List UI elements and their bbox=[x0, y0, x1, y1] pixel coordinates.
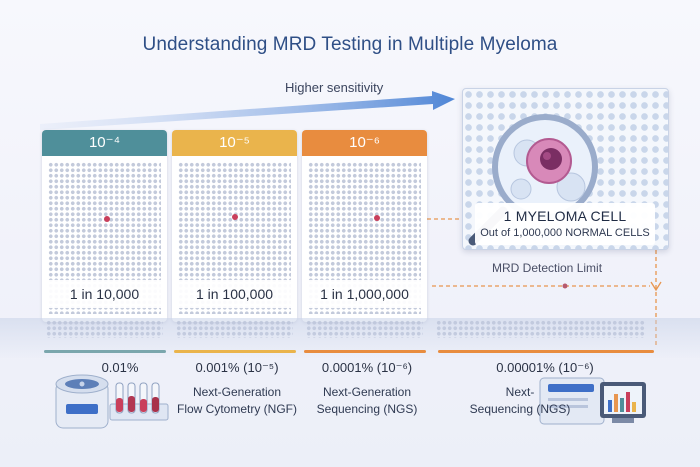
threshold-percent: 0.0001% (10⁻⁶) bbox=[321, 360, 413, 375]
panel-10e-5: 10⁻⁵ 1 in 100,000 bbox=[172, 130, 297, 322]
myeloma-cell-dot bbox=[104, 216, 110, 222]
centrifuge-icon bbox=[55, 374, 109, 429]
panel-count: 1 in 1,000,000 bbox=[308, 280, 421, 308]
panel-header: 10⁻⁴ bbox=[42, 130, 167, 156]
reflection-dots bbox=[46, 320, 163, 338]
method-label: Next-Generation Sequencing (NGS) bbox=[316, 385, 418, 416]
threshold-percent: 0.001% (10⁻⁵) bbox=[195, 360, 279, 375]
reflection-dots bbox=[436, 320, 646, 338]
threshold-bar bbox=[438, 350, 654, 353]
chevron-down-icon bbox=[650, 281, 662, 292]
normal-cells-label: Out of 1,000,000 NORMAL CELLS bbox=[480, 227, 650, 239]
method-label: Next-Generation Flow Cytometry (NGF) bbox=[177, 385, 297, 416]
panel-10e-6: 10⁻⁶ 1 in 1,000,000 bbox=[302, 130, 427, 322]
page-title: Understanding MRD Testing in Multiple My… bbox=[142, 34, 558, 55]
magnifier-caption: 1 MYELOMA CELL Out of 1,000,000 NORMAL C… bbox=[475, 203, 655, 245]
myeloma-cell-label: 1 MYELOMA CELL bbox=[503, 208, 627, 224]
method-label: Next- Sequencing (NGS) bbox=[469, 385, 571, 416]
panel-header: 10⁻⁶ bbox=[302, 130, 427, 156]
sensitivity-label: Higher sensitivity bbox=[285, 80, 384, 95]
panel-count: 1 in 100,000 bbox=[178, 280, 291, 308]
reflection-dots bbox=[306, 320, 423, 338]
threshold-bar bbox=[304, 350, 426, 353]
myeloma-cell-dot bbox=[374, 215, 380, 221]
threshold-bar bbox=[44, 350, 166, 353]
detection-limit-marker bbox=[562, 283, 568, 289]
myeloma-cell-dot bbox=[232, 214, 238, 220]
panel-count: 1 in 10,000 bbox=[48, 280, 161, 308]
panel-header: 10⁻⁵ bbox=[172, 130, 297, 156]
mrd-detection-limit-label: MRD Detection Limit bbox=[492, 261, 603, 275]
sequencer-icon bbox=[539, 377, 646, 425]
reflection-dots bbox=[176, 320, 293, 338]
test-tube-rack-icon bbox=[109, 382, 169, 421]
threshold-percent: 0.01% bbox=[101, 360, 139, 375]
threshold-percent: 0.00001% (10⁻⁶) bbox=[496, 360, 594, 375]
threshold-bar bbox=[174, 350, 296, 353]
panel-10e-4: 10⁻⁴ 1 in 10,000 bbox=[42, 130, 167, 322]
sensitivity-arrow bbox=[40, 91, 455, 130]
